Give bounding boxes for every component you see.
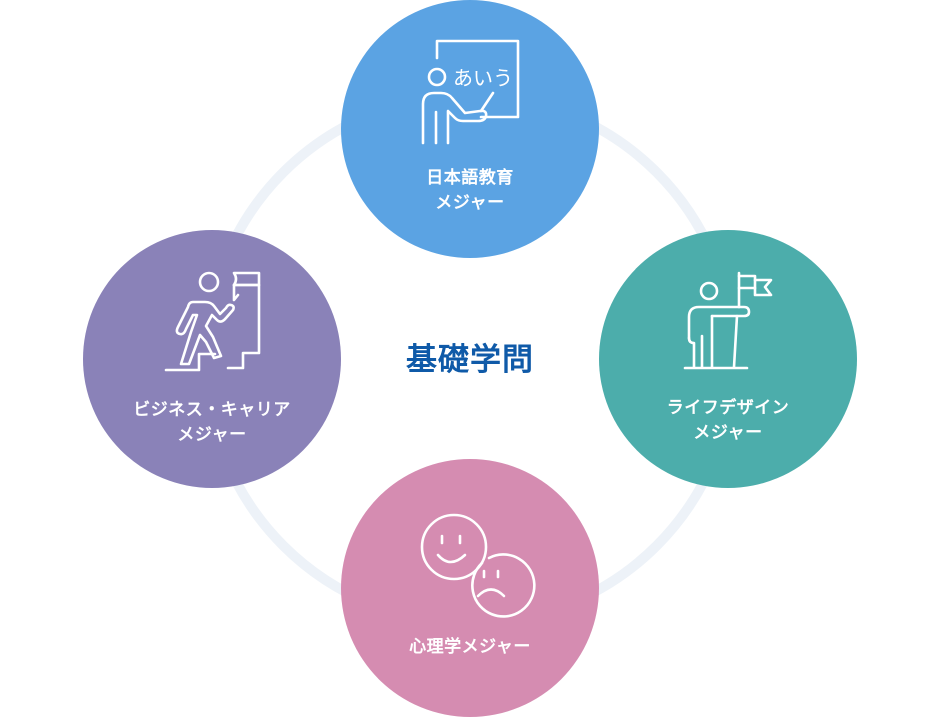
center-title: 基礎学問 bbox=[406, 342, 534, 378]
major-business-career[interactable]: ビジネス・キャリア メジャー bbox=[83, 230, 341, 488]
major-name: ビジネス・キャリア bbox=[133, 400, 291, 420]
major-japanese-education[interactable]: あいう 日本語教育 メジャー bbox=[341, 0, 599, 258]
major-name: ライフデザイン bbox=[666, 398, 790, 418]
person-on-podium-flag-icon bbox=[683, 271, 773, 370]
happy-sad-faces-icon bbox=[420, 513, 536, 618]
major-name: 心理学メジャー bbox=[409, 637, 531, 657]
major-suffix: メジャー bbox=[693, 423, 763, 443]
person-climbing-stairs-flag-icon bbox=[164, 271, 261, 372]
major-psychology[interactable]: 心理学メジャー bbox=[341, 459, 599, 717]
major-label: ライフデザイン メジャー bbox=[599, 396, 857, 446]
major-name: 日本語教育 bbox=[426, 168, 514, 188]
icon-text: あいう bbox=[453, 66, 513, 90]
major-life-design[interactable]: ライフデザイン メジャー bbox=[599, 230, 857, 488]
major-suffix: メジャー bbox=[435, 193, 505, 213]
teacher-whiteboard-icon: あいう bbox=[421, 39, 520, 145]
major-label: 心理学メジャー bbox=[341, 635, 599, 660]
major-label: ビジネス・キャリア メジャー bbox=[83, 398, 341, 448]
major-suffix: メジャー bbox=[177, 425, 247, 445]
major-label: 日本語教育 メジャー bbox=[341, 166, 599, 216]
